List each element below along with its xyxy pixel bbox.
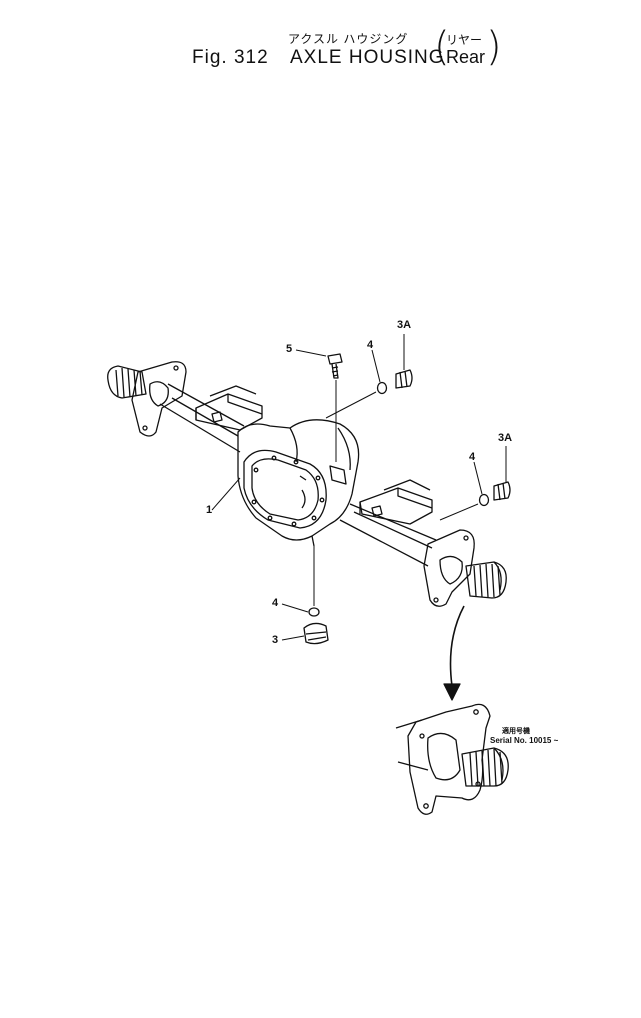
leader-callout-3 [281,635,305,641]
right-spline-shaft [465,561,507,599]
arrow-head-icon [443,683,461,701]
left-spline-shaft [107,365,147,399]
right-axle-tube [339,503,437,567]
title-japanese: アクスル ハウジング [288,32,409,46]
left-flange [131,361,187,437]
variant-japanese: リヤー [446,33,483,47]
right-flange [423,529,475,607]
title-english: AXLE HOUSING [290,47,445,68]
applicable-note-japanese: 適用号機 [502,728,530,735]
center-housing [237,419,360,547]
leader-callout-1 [211,477,241,511]
callout-1: 1 [206,504,213,516]
breather-plug [327,353,343,379]
serial-number-note: Serial No. 10015 ~ [490,736,559,745]
callout-4-top: 4 [367,339,374,351]
callout-3a-right: 3A [498,432,513,444]
figure-number: Fig. 312 [192,47,269,68]
left-axle-tube [159,383,245,453]
detail-flange-view [395,703,509,815]
leader-callout-5 [295,349,327,357]
leader-callout-4-bottom [281,603,309,613]
callout-3a-top: 3A [397,319,412,331]
callout-5: 5 [286,343,293,355]
callout-4-right: 4 [469,451,476,463]
leader-top-gasket [325,391,377,419]
bracket-left-icon: ( [434,24,450,70]
right-gasket-and-plug [478,481,511,507]
curved-arrow-line [449,605,465,687]
top-gasket-and-plug [376,369,413,395]
leader-callout-4-top [371,349,381,383]
variant-english: Rear [446,47,486,67]
leader-callout-4-right [473,461,483,495]
callout-3: 3 [272,634,279,646]
bottom-gasket-and-plug [303,607,329,645]
bracket-right-icon: ) [486,24,502,70]
title-block: アクスル ハウジング Fig. 312 AXLE HOUSING ( リヤー R… [0,0,641,80]
left-spring-seat [195,385,263,431]
leader-right-gasket [439,503,479,521]
right-spring-seat [359,479,433,525]
callout-4-bottom: 4 [272,597,279,609]
